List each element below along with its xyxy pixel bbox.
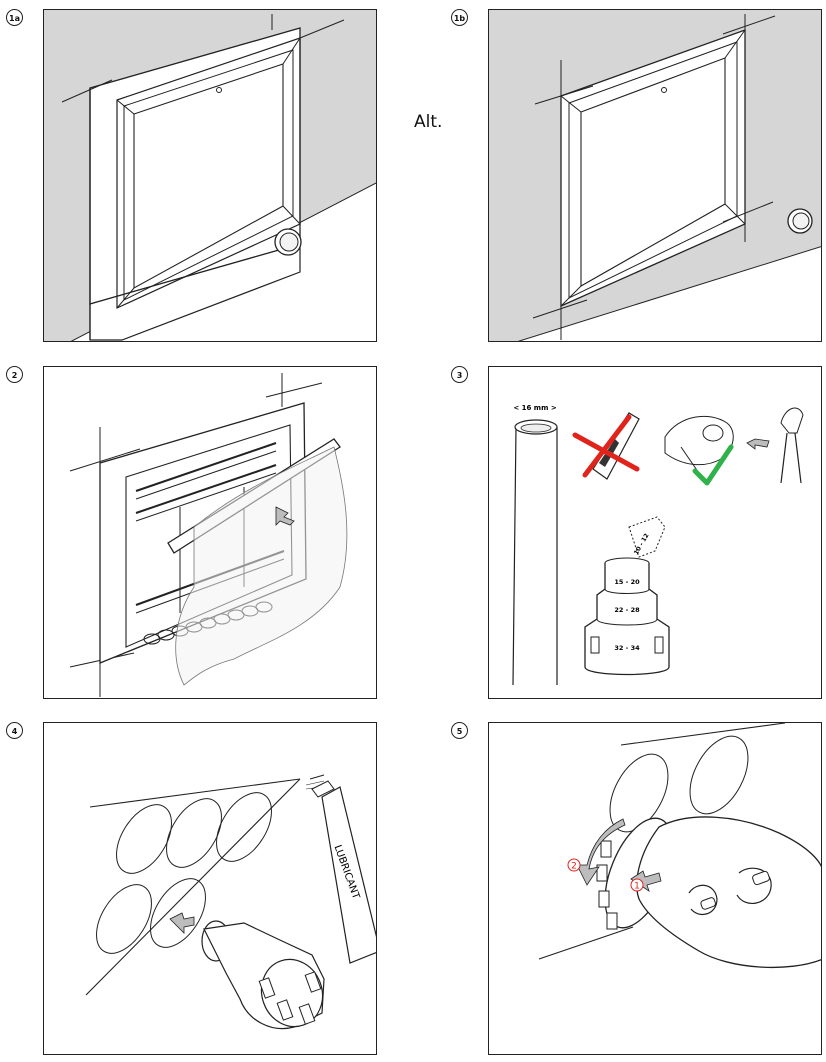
reaming-tool: 15 - 20 22 - 28 32 - 34 xyxy=(584,557,670,676)
step-3-badge: 3 xyxy=(451,366,468,383)
reaming-tool-top: 10 - 12 xyxy=(628,516,666,558)
outlet-holes xyxy=(609,735,749,833)
pipe-cutter-hands-icon xyxy=(664,415,734,486)
hand xyxy=(636,816,821,969)
step-1a-badge: 1a xyxy=(6,9,23,26)
step-5-badge: 5 xyxy=(451,722,468,739)
panel-3: < 16 mm > 10 - 12 xyxy=(488,366,822,699)
panel-4: LUBRICANT xyxy=(43,722,377,1055)
panel-1b xyxy=(488,9,822,342)
panel-3-illustration: < 16 mm > 10 - 12 xyxy=(512,404,804,686)
marker-1: 1 xyxy=(630,878,644,892)
pliers-icon xyxy=(746,407,804,484)
panel-1b-illustration xyxy=(489,10,821,341)
panel-2-illustration xyxy=(69,373,348,697)
insert-arrow-icon xyxy=(169,912,195,934)
reaming-tool xyxy=(201,920,325,1030)
panel-1a-illustration xyxy=(44,10,376,341)
tool-size-22-28: 22 - 28 xyxy=(614,606,640,614)
panel-2 xyxy=(43,366,377,699)
pipe-size-label: < 16 mm > xyxy=(513,404,557,412)
step-1b-badge: 1b xyxy=(451,9,468,26)
outlet-holes xyxy=(96,792,272,954)
svg-text:1: 1 xyxy=(634,882,640,892)
cutter-icon xyxy=(572,412,640,480)
push-arrow-icon xyxy=(630,870,662,892)
svg-text:2: 2 xyxy=(571,862,577,872)
tool-size-15-20: 15 - 20 xyxy=(614,578,640,586)
step-4-badge: 4 xyxy=(6,722,23,739)
alternative-label: Alt. xyxy=(414,112,443,132)
marker-2: 2 xyxy=(567,858,581,872)
step-2-badge: 2 xyxy=(6,366,23,383)
lubricant-can: LUBRICANT xyxy=(305,774,376,964)
panel-5-illustration: 2 1 xyxy=(538,723,821,969)
panel-1a xyxy=(43,9,377,342)
panel-5: 2 1 xyxy=(488,722,822,1055)
panel-4-illustration: LUBRICANT xyxy=(85,774,376,1030)
tool-size-32-34: 32 - 34 xyxy=(614,644,640,652)
rotate-arrow-icon xyxy=(576,818,626,886)
